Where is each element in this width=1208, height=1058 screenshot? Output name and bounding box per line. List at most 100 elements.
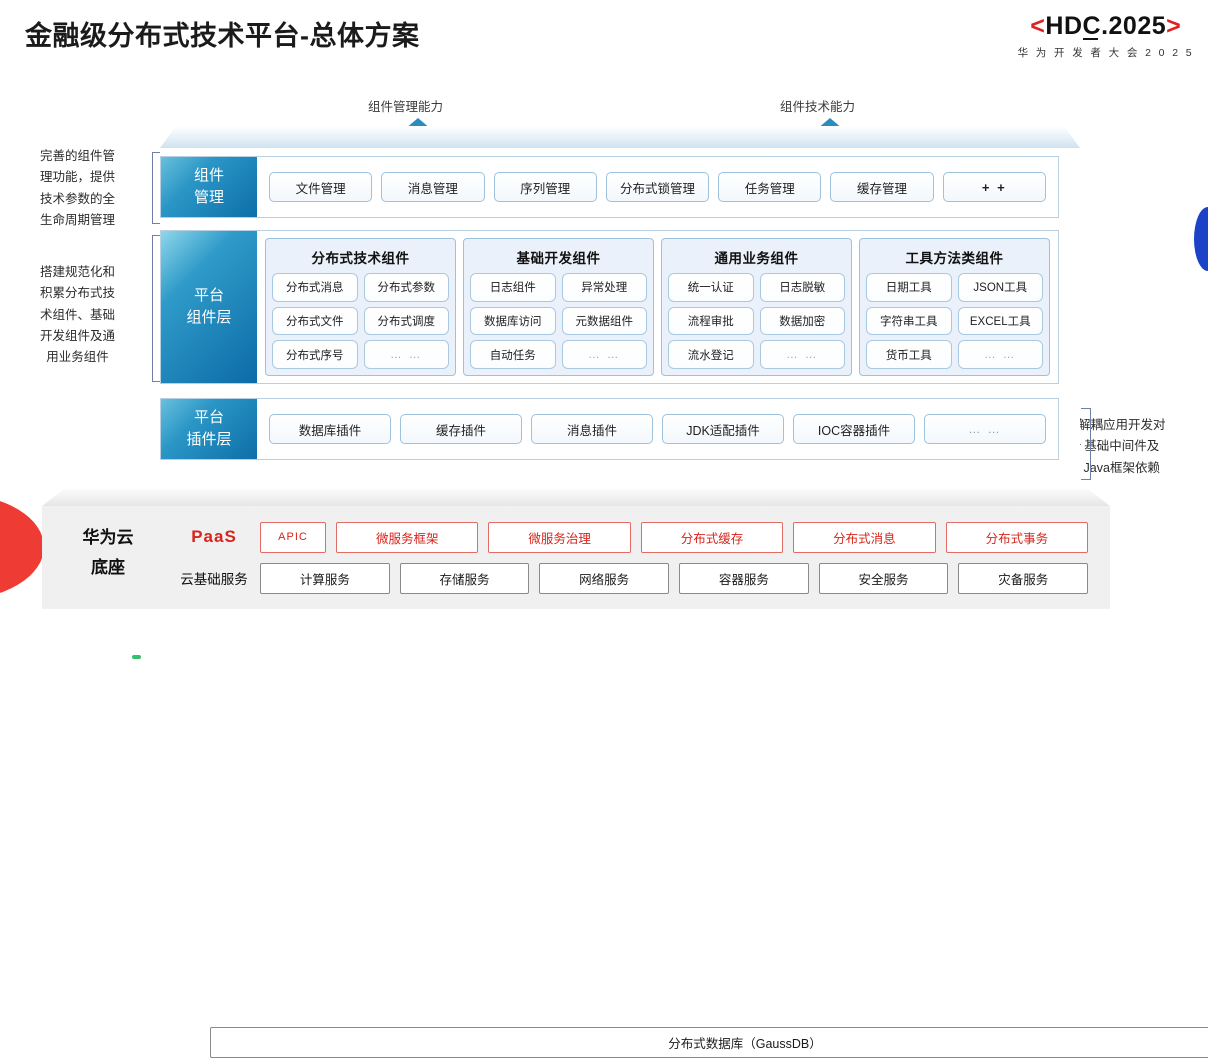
hdc-logo: <HDC.2025> 华 为 开 发 者 大 会 2 0 2 5: [1018, 14, 1194, 60]
note-left-component-layer: 搭建规范化和积累分布式技术组件、基础开发组件及通用业务组件: [40, 265, 116, 364]
row-badge-platform-plugin-layer: 平台插件层: [161, 399, 257, 459]
paas-items: APIC 微服务框架微服务治理分布式缓存分布式消息分布式事务分布式数据库（Gaus…: [210, 521, 1208, 1058]
component-chip[interactable]: 统一认证: [668, 273, 754, 302]
plugin-chip[interactable]: … …: [924, 414, 1046, 444]
component-chip[interactable]: JSON工具: [957, 273, 1043, 302]
cloud-services-row-label: 云基础服务: [180, 572, 248, 587]
row-platform-plugin-layer: 平台插件层 数据库插件缓存插件消息插件 JDK适配插件 IOC容器插件 … …: [160, 398, 1059, 460]
component-group-title: 工具方法类组件: [905, 251, 1004, 266]
hdc-bracket-right-icon: >: [1166, 12, 1182, 40]
plugin-chip[interactable]: IOC容器插件: [793, 414, 915, 444]
page-title: 金融级分布式技术平台-总体方案: [25, 21, 420, 51]
component-group-line: 日志组件异常处理: [470, 273, 647, 302]
plugin-chip[interactable]: 数据库插件: [269, 414, 391, 444]
component-management-chip[interactable]: 任务管理: [718, 172, 822, 202]
component-chip[interactable]: 分布式序号: [272, 340, 358, 370]
cloud-slab-bevel: [42, 489, 1110, 506]
component-chip[interactable]: 自动任务: [470, 340, 556, 370]
component-chip[interactable]: 日志脱敏: [759, 273, 845, 302]
component-chip[interactable]: … …: [561, 340, 647, 370]
cloud-service-chip[interactable]: 计算服务: [260, 562, 390, 594]
component-management-chip[interactable]: 分布式锁管理: [605, 172, 710, 202]
paas-chip[interactable]: APIC: [260, 521, 326, 553]
paas-chip[interactable]: 分布式数据库（GaussDB）: [210, 1027, 1208, 1058]
component-management-chip[interactable]: 文件管理: [269, 172, 373, 202]
component-group: 分布式技术组件分布式消息分布式参数分布式文件分布式调度分布式序号… …: [265, 238, 456, 376]
component-management-chip[interactable]: 缓存管理: [830, 172, 934, 202]
component-group-grid: 分布式消息分布式参数分布式文件分布式调度分布式序号… …: [272, 273, 449, 370]
component-group-line: 统一认证日志脱敏: [668, 273, 845, 302]
component-chip[interactable]: … …: [957, 340, 1043, 370]
component-chip[interactable]: EXCEL工具: [957, 306, 1043, 336]
component-management-chip[interactable]: 消息管理: [381, 172, 485, 202]
component-group-title: 分布式技术组件: [311, 251, 410, 266]
hdc-logo-year: .2025: [1101, 12, 1167, 40]
component-group-line: 数据库访问元数据组件: [470, 306, 647, 336]
cloud-service-chip[interactable]: 安全服务: [818, 562, 949, 594]
component-group-title: 基础开发组件: [516, 251, 601, 266]
component-group-line: 货币工具… …: [866, 340, 1043, 370]
component-management-chip[interactable]: 序列管理: [493, 172, 597, 202]
component-group-line: 自动任务… …: [470, 340, 647, 370]
component-chip[interactable]: 分布式消息: [272, 273, 358, 302]
component-chip[interactable]: 货币工具: [866, 340, 952, 370]
component-chip[interactable]: 分布式参数: [363, 273, 449, 302]
brace-plugin-layer: [1075, 408, 1091, 480]
component-group-line: 分布式文件分布式调度: [272, 306, 449, 336]
slide-root: 金融级分布式技术平台-总体方案 <HDC.2025> 华 为 开 发 者 大 会…: [0, 14, 1208, 1058]
component-chip[interactable]: 流水登记: [668, 340, 754, 370]
cloud-service-chip[interactable]: 存储服务: [399, 562, 530, 594]
component-chip[interactable]: 分布式文件: [272, 306, 358, 336]
component-chip[interactable]: 数据加密: [759, 306, 845, 336]
component-management-chip[interactable]: + +: [942, 172, 1046, 202]
blue-lens-decoration: [1194, 207, 1208, 271]
component-chip[interactable]: 流程审批: [668, 306, 754, 336]
row-platform-component-layer: 平台组件层 分布式技术组件分布式消息分布式参数分布式文件分布式调度分布式序号… …: [160, 230, 1059, 384]
component-group-line: 流程审批数据加密: [668, 306, 845, 336]
cloud-service-chip[interactable]: 灾备服务: [958, 562, 1089, 594]
row-body-platform-plugin-layer: 数据库插件缓存插件消息插件 JDK适配插件 IOC容器插件 … …: [257, 399, 1058, 459]
paas-chip[interactable]: 微服务治理: [488, 521, 631, 553]
plugin-chip[interactable]: 消息插件: [531, 414, 653, 444]
cloud-base-label: 华为云底座: [82, 528, 134, 577]
row-badge-component-management: 组件管理: [161, 157, 257, 217]
component-chip[interactable]: 元数据组件: [561, 306, 647, 336]
green-dot-decoration: [132, 655, 141, 659]
row-body-component-management: 文件管理消息管理序列管理分布式锁管理任务管理缓存管理 + +: [257, 157, 1058, 217]
component-group: 基础开发组件日志组件异常处理数据库访问元数据组件自动任务… …: [463, 238, 654, 376]
arrow-caption-left: 组件管理能力: [368, 100, 444, 114]
plugin-chip[interactable]: JDK适配插件: [662, 414, 784, 444]
component-chip[interactable]: 数据库访问: [470, 306, 556, 336]
component-group-line: 分布式消息分布式参数: [272, 273, 449, 302]
component-chip[interactable]: … …: [363, 340, 449, 370]
arrow-caption-right: 组件技术能力: [780, 100, 856, 114]
paas-chip[interactable]: 微服务框架: [336, 521, 479, 553]
component-chip[interactable]: 异常处理: [561, 273, 647, 302]
component-group: 通用业务组件统一认证日志脱敏流程审批数据加密流水登记… …: [661, 238, 852, 376]
cloud-service-chip[interactable]: 网络服务: [539, 562, 670, 594]
component-chip[interactable]: 分布式调度: [363, 306, 449, 336]
cloud-service-items: 计算服务存储服务网络服务容器服务安全服务灾备服务: [260, 562, 1089, 594]
component-group-line: 流水登记… …: [668, 340, 845, 370]
paas-chip[interactable]: 分布式事务: [945, 521, 1089, 553]
hdc-logo-subtitle: 华 为 开 发 者 大 会 2 0 2 5: [1017, 47, 1194, 59]
component-chip[interactable]: 字符串工具: [866, 306, 952, 336]
note-left-component-management: 完善的组件管理功能，提供技术参数的全生命周期管理: [40, 149, 116, 227]
row-component-management: 组件管理 文件管理消息管理序列管理分布式锁管理任务管理缓存管理 + +: [160, 156, 1059, 218]
cloud-service-chip[interactable]: 容器服务: [679, 562, 809, 594]
component-group-title: 通用业务组件: [714, 251, 799, 266]
component-chip[interactable]: 日期工具: [866, 273, 952, 302]
cloud-services-row: 云基础服务 计算服务存储服务网络服务容器服务安全服务灾备服务: [168, 562, 1089, 594]
paas-chip[interactable]: 分布式消息: [793, 521, 936, 553]
plugin-chip[interactable]: 缓存插件: [400, 414, 522, 444]
paas-chip[interactable]: 分布式缓存: [640, 521, 784, 553]
component-group-line: 分布式序号… …: [272, 340, 449, 370]
row-body-platform-component-layer: 分布式技术组件分布式消息分布式参数分布式文件分布式调度分布式序号… …基础开发组…: [257, 231, 1058, 383]
component-chip[interactable]: … …: [759, 340, 845, 370]
platform-stage: 组件管理 文件管理消息管理序列管理分布式锁管理任务管理缓存管理+ + 平台组件层…: [160, 148, 1080, 486]
component-chip[interactable]: 日志组件: [470, 273, 556, 302]
